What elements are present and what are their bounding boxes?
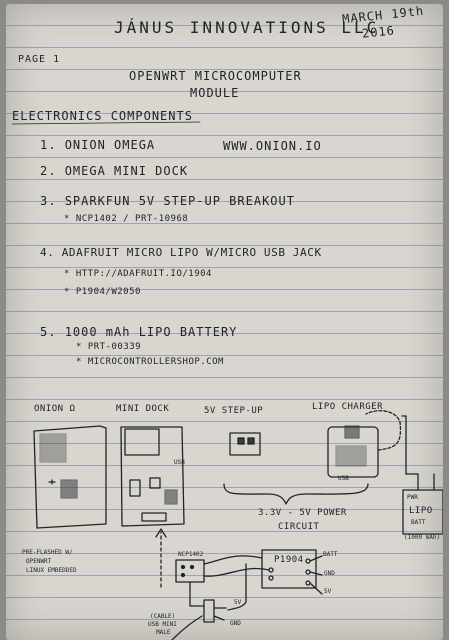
list-text: SPARKFUN 5V STEP-UP BREAKOUT: [64, 194, 295, 208]
doc-title-line2: MODULE: [190, 86, 240, 100]
cable-note: USB MINI: [148, 621, 177, 628]
preflash-note: PRE-FLASHED W/: [22, 549, 73, 556]
usb-mini-plug: [203, 599, 215, 623]
gnd-pin-label: GND: [324, 570, 335, 577]
ncp1402-board: [175, 559, 205, 583]
list-sub: * P1904/W2050: [64, 287, 141, 297]
list-sub: * MICROCONTROLLERSHOP.COM: [76, 357, 224, 367]
preflash-note: OPENWRT: [26, 558, 52, 565]
circuit-label: CIRCUIT: [278, 522, 320, 532]
list-text: ONION OMEGA: [64, 138, 156, 152]
cable-note: MALE: [156, 629, 171, 636]
list-item-1: 1. ONION OMEGA: [40, 138, 155, 152]
list-sub: * NCP1402 / PRT-10968: [64, 214, 189, 224]
preflash-note: LINUX EMBEDDED: [26, 567, 77, 574]
lipo-battery: [402, 489, 443, 535]
section-heading: ELECTRONICS COMPONENTS: [12, 109, 193, 123]
doc-title-line1: OPENWRT MICROCOMPUTER: [129, 69, 302, 83]
list-item-3: 3. SPARKFUN 5V STEP-UP BREAKOUT: [40, 194, 295, 208]
list-sub: * PRT-00339: [76, 342, 142, 352]
charger-label: LIPO CHARGER: [312, 402, 384, 412]
v5-pin-label: 5V: [324, 588, 332, 595]
ncp-label: NCP1402: [178, 551, 204, 558]
list-num: 4.: [40, 246, 55, 259]
battery-capacity: (1000 mAh): [404, 534, 441, 541]
circuit-sketch: [11, 121, 443, 640]
list-text: 1000 mAh LIPO BATTERY: [64, 325, 238, 339]
list-item-2: 2. OMEGA MINI DOCK: [40, 164, 188, 178]
onion-url: WWW.ONION.IO: [223, 139, 322, 153]
battery-sub: BATT: [411, 519, 426, 526]
list-text: OMEGA MINI DOCK: [64, 164, 189, 178]
onion-label: ONION Ω: [34, 404, 76, 414]
p1904-board: [261, 549, 317, 589]
battery-pwr-label: PWR: [407, 494, 418, 501]
page-label: PAGE 1: [18, 54, 61, 65]
company-name: JÁNUS INNOVATIONS LLC: [114, 18, 380, 37]
list-num: 3.: [40, 194, 57, 208]
onion-omega-board: [33, 425, 107, 529]
list-num: 1.: [40, 138, 57, 152]
stepup-label: 5V STEP-UP: [204, 406, 264, 416]
dock-label: MINI DOCK: [116, 404, 170, 414]
list-num: 5.: [40, 325, 57, 339]
cable-note: (CABLE): [150, 613, 176, 620]
wire-gnd-label: GND: [230, 620, 241, 627]
wire-5v-label: 5V: [234, 599, 242, 606]
usb-label: USB: [174, 459, 185, 466]
stepup-board: [229, 432, 261, 456]
list-sub: * HTTP://ADAFRUIT.IO/1904: [64, 269, 212, 279]
power-label: 3.3V - 5V POWER: [258, 508, 347, 518]
usb-label: USB: [338, 475, 349, 482]
list-text: ADAFRUIT MICRO LIPO W/MICRO USB JACK: [61, 246, 322, 259]
list-num: 2.: [40, 164, 57, 178]
batt-pin-label: BATT: [323, 551, 338, 558]
list-item-5: 5. 1000 mAh LIPO BATTERY: [40, 325, 237, 339]
list-item-4: 4. ADAFRUIT MICRO LIPO W/MICRO USB JACK: [40, 246, 322, 259]
p1904-label: P1904: [274, 555, 304, 565]
mini-dock-board: [120, 426, 185, 527]
battery-name: LIPO: [409, 506, 433, 516]
notebook-page: JÁNUS INNOVATIONS LLC MARCH 19th 2016 PA…: [6, 4, 443, 640]
